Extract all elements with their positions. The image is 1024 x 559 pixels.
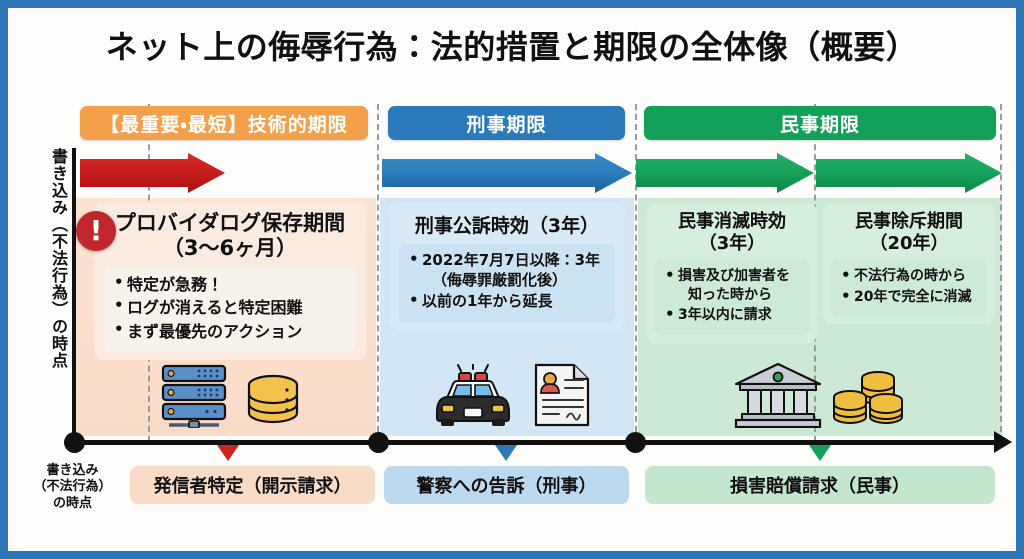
arrow-right-icon [382,153,632,193]
exclamation-icon: ! [76,211,116,251]
card-title-line-1: 刑事公訴時効（3年） [414,215,600,237]
duration-arrow-civil-prescription [636,153,814,193]
arrow-right-icon [816,153,1002,193]
action-label-technical[interactable]: 発信者特定（開示請求） [130,466,375,504]
action-label-civil[interactable]: 損害賠償請求（民事） [645,466,995,504]
list-item: まず最優先のアクション [112,320,348,342]
card-criminal-prescription[interactable]: 刑事公訴時効（3年） 2022年7月7日以降：3年 （侮辱罪厳罰化後） 以前の1… [389,203,625,331]
infographic-frame: ネット上の侮辱行為：法的措置と期限の全体像（概要） 書き込み（不法行為）の時点 … [8,8,1016,551]
marker-triangle-criminal-icon [495,445,517,461]
card-title: プロバイダログ保存期間 （3〜6ヶ月） [94,203,366,267]
marker-triangle-technical-icon [217,445,239,461]
card-provider-log[interactable]: プロバイダログ保存期間 （3〜6ヶ月） 特定が急務！ ログが消えると特定困難 ま… [94,203,366,360]
track-header-criminal[interactable]: 刑事期限 [388,106,625,140]
divider-dashed-3 [635,104,637,442]
bullet-text: まず最優先のアクション [127,321,303,341]
page-title: ネット上の侮辱行為：法的措置と期限の全体像（概要） [105,28,919,66]
icon-row-criminal [380,360,634,428]
list-item: 3年以内に請求 [663,305,801,325]
duration-arrow-criminal [382,153,632,193]
card-bullet-list: 不法行為の時から 20年で完全に消滅 [839,266,979,307]
axis-origin-label: 書き込み （不法行為） の時点 [20,463,125,512]
card-body: 2022年7月7日以降：3年 （侮辱罪厳罰化後） 以前の1年から延長 [399,243,615,323]
card-title-line-2: （20年） [869,232,949,254]
timeline-node-criminal [368,432,389,453]
bullet-text: 不法行為の時から [854,268,966,285]
card-title-line-1: 民事除斥期間 [855,211,963,232]
arrow-right-icon [80,153,225,193]
arrow-right-icon [636,153,814,193]
timeline-horizontal-axis [72,440,998,445]
card-title-line-1: 民事消滅時効 [678,211,786,232]
card-body: 特定が急務！ ログが消えると特定困難 まず最優先のアクション [104,267,356,352]
criminal-record-document-icon [534,363,590,427]
bullet-text: ログが消えると特定困難 [127,298,303,318]
card-title-line-2: （3年） [698,232,766,254]
card-title: 刑事公訴時効（3年） [389,203,625,244]
duration-arrow-technical [80,153,225,193]
server-rack-icon [161,364,227,428]
marker-triangle-civil-icon [809,445,831,461]
action-label-criminal[interactable]: 警察への告訴（刑事） [384,466,629,504]
list-item: 2022年7月7日以降：3年 （侮辱罪厳罰化後） [407,250,607,291]
courthouse-icon [734,362,822,428]
police-car-icon [436,364,510,426]
list-item: 20年で完全に消滅 [839,287,979,307]
divider-dashed-2 [377,104,379,442]
card-title-line-1: プロバイダログ保存期間 [114,211,346,235]
duration-arrow-civil-exclusion [816,153,1002,193]
bullet-text: 20年で完全に消滅 [854,288,972,305]
track-header-technical[interactable]: 【最重要・最短】技術的期限 [80,106,368,140]
list-item: 不法行為の時から [839,266,979,286]
axis-origin-label-line-2: （不法行為） [33,479,112,495]
bullet-text: 以前の1年から延長 [422,292,553,311]
timeline-vertical-axis [72,148,76,444]
card-body: 損害及び加害者を 知った時から 3年以内に請求 [655,260,809,335]
timeline-node-origin [64,432,85,453]
timeline-arrowhead-icon [994,431,1012,453]
card-civil-exclusion[interactable]: 民事除斥期間 （20年） 不法行為の時から 20年で完全に消滅 [823,203,995,325]
bullet-text: 特定が急務！ [127,275,224,295]
card-title-line-2: （3〜6ヶ月） [162,236,298,261]
bullet-text: 損害及び加害者を [678,268,790,285]
icon-row-civil [638,360,1002,428]
list-item: ログが消えると特定困難 [112,296,348,318]
coin-stack-icon [833,371,903,424]
bullet-subtext: （侮辱罪厳罰化後） [432,270,568,289]
card-bullet-list: 特定が急務！ ログが消えると特定困難 まず最優先のアクション [112,273,348,342]
card-bullet-list: 2022年7月7日以降：3年 （侮辱罪厳罰化後） 以前の1年から延長 [407,250,607,312]
axis-vertical-label: 書き込み（不法行為）の時点 [49,148,68,369]
timeline-node-civil [625,432,646,453]
list-item: 損害及び加害者を 知った時から [663,266,801,304]
icon-row-technical [72,360,376,428]
axis-origin-label-line-1: 書き込み [46,463,99,478]
divider-dashed-5 [1000,104,1002,442]
card-title: 民事消滅時効 （3年） [647,203,817,260]
list-item: 以前の1年から延長 [407,291,607,312]
axis-origin-label-line-3: の時点 [52,495,92,511]
card-body: 不法行為の時から 20年で完全に消滅 [831,260,987,317]
card-civil-prescription[interactable]: 民事消滅時効 （3年） 損害及び加害者を 知った時から 3年以内に請求 [647,203,817,343]
bullet-text: 2022年7月7日以降：3年 [422,250,601,269]
card-title: 民事除斥期間 （20年） [823,203,995,260]
bullet-text: 3年以内に請求 [678,307,772,324]
bullet-subtext: 知った時から [688,286,772,303]
database-icon [247,374,299,424]
card-bullet-list: 損害及び加害者を 知った時から 3年以内に請求 [663,266,801,325]
list-item: 特定が急務！ [112,273,348,295]
track-header-civil[interactable]: 民事期限 [644,106,996,140]
